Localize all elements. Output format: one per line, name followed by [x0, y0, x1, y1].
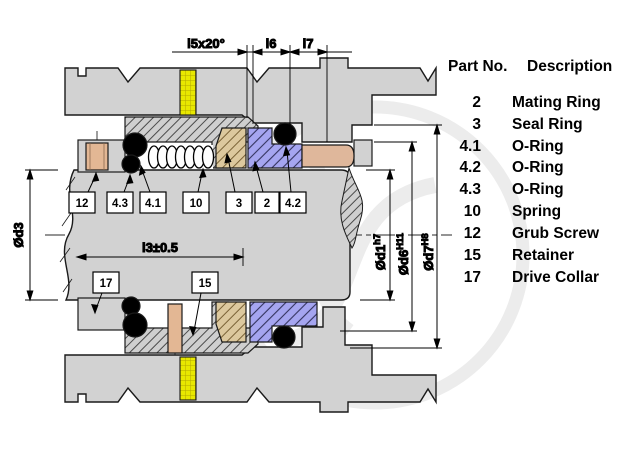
- svg-text:Spring: Spring: [512, 203, 561, 220]
- dimension-d3: Ød3: [11, 168, 58, 302]
- svg-text:4.2: 4.2: [459, 159, 481, 176]
- svg-text:4.2: 4.2: [285, 198, 301, 210]
- drive-collar-bottom: [77, 297, 126, 331]
- mating-ring-bottom: [249, 301, 318, 343]
- bottom-housing: [64, 306, 437, 413]
- svg-text:Ød6H11: Ød6H11: [395, 232, 411, 275]
- callout-15: 15: [191, 271, 219, 294]
- svg-text:4.3: 4.3: [112, 198, 128, 210]
- callout-17: 17: [92, 271, 120, 294]
- mating-ring-top: [247, 127, 303, 169]
- o-ring-41: [121, 154, 141, 174]
- svg-text:12: 12: [76, 198, 89, 210]
- callout-3: 3: [225, 191, 253, 214]
- svg-text:12: 12: [464, 225, 481, 242]
- dimension-d6: Ød6H11: [340, 140, 417, 333]
- svg-text:O-Ring: O-Ring: [512, 181, 564, 198]
- sleeve-pin-top: [301, 144, 355, 168]
- parts-table: Part No. Description 2 Mating Ring 3 Sea…: [448, 58, 612, 286]
- gasket-top: [179, 69, 197, 116]
- callout-12: 12: [68, 191, 96, 214]
- svg-text:4.1: 4.1: [459, 138, 481, 155]
- table-row: 3 Seal Ring: [472, 116, 582, 133]
- svg-text:17: 17: [464, 269, 481, 286]
- svg-text:3: 3: [236, 198, 242, 210]
- top-housing: [64, 57, 437, 143]
- o-ring-43-bottom: [122, 312, 148, 338]
- svg-text:Drive Collar: Drive Collar: [512, 269, 599, 286]
- dim-l3-label: l3±0.5: [142, 240, 178, 255]
- svg-text:15: 15: [464, 247, 482, 264]
- svg-text:10: 10: [190, 198, 203, 210]
- drive-pin-bottom: [167, 303, 183, 354]
- svg-text:17: 17: [100, 278, 113, 290]
- svg-text:4.3: 4.3: [459, 181, 481, 198]
- o-ring-43: [122, 132, 148, 158]
- shaft-break-left: [59, 176, 76, 293]
- dimension-top-lengths: l5x20° l6 l7: [172, 36, 352, 142]
- svg-text:2: 2: [472, 94, 481, 111]
- callout-4-3: 4.3: [106, 191, 134, 214]
- o-ring-41-bottom: [121, 296, 141, 316]
- dimension-d7: Ød7H8: [350, 123, 442, 350]
- shaft-break-right: [340, 166, 364, 250]
- gasket-bottom: [179, 356, 197, 401]
- callout-4-2: 4.2: [279, 191, 307, 214]
- table-row: 4.1 O-Ring: [459, 138, 563, 155]
- svg-text:4.1: 4.1: [145, 198, 162, 210]
- seal-cartridge-top: [77, 116, 355, 174]
- dimension-l3: l3±0.5: [75, 240, 245, 266]
- dim-d7-tol: H8: [420, 233, 431, 245]
- svg-text:3: 3: [472, 116, 481, 133]
- dim-d3-label: Ød3: [11, 222, 26, 247]
- dim-l7-label: l7: [303, 36, 314, 51]
- svg-text:Seal Ring: Seal Ring: [512, 116, 583, 133]
- dim-l5-label: l5x20°: [187, 36, 225, 51]
- spring: [147, 145, 215, 169]
- seal-ring-top: [215, 127, 247, 169]
- svg-text:O-Ring: O-Ring: [512, 159, 564, 176]
- svg-text:Retainer: Retainer: [512, 247, 574, 264]
- table-row: 17 Drive Collar: [464, 269, 599, 286]
- svg-text:2: 2: [264, 198, 270, 210]
- svg-text:Ød1h7: Ød1h7: [372, 234, 388, 270]
- svg-text:Grub Screw: Grub Screw: [512, 225, 600, 242]
- o-ring-42-bottom: [272, 325, 296, 349]
- svg-text:Mating Ring: Mating Ring: [512, 94, 601, 111]
- table-row: 2 Mating Ring: [472, 94, 600, 111]
- callout-10: 10: [182, 191, 210, 214]
- table-row: 15 Retainer: [464, 247, 574, 264]
- table-header-part: Part No.: [448, 58, 507, 75]
- seal-cartridge-bottom: [77, 296, 318, 354]
- table-row: 4.2 O-Ring: [459, 159, 563, 176]
- dim-l6-label: l6: [266, 36, 277, 51]
- svg-text:15: 15: [199, 278, 212, 290]
- callout-2: 2: [254, 191, 280, 214]
- table-row: 10 Spring: [464, 203, 561, 220]
- dim-d6-label: Ød6: [396, 250, 411, 275]
- table-row: 4.3 O-Ring: [459, 181, 563, 198]
- svg-text:O-Ring: O-Ring: [512, 138, 564, 155]
- seal-ring-bottom: [215, 301, 247, 343]
- svg-text:10: 10: [464, 203, 481, 220]
- svg-text:Ød7H8: Ød7H8: [420, 233, 436, 270]
- grub-screw: [85, 142, 109, 171]
- callout-4-1: 4.1: [139, 191, 167, 214]
- o-ring-42: [273, 122, 297, 146]
- table-row: 12 Grub Screw: [464, 225, 600, 242]
- table-header-desc: Description: [527, 58, 612, 75]
- dim-d6-tol: H11: [395, 232, 406, 250]
- dim-d1-label: Ød1: [373, 245, 388, 270]
- dim-d7-label: Ød7: [421, 245, 436, 270]
- dimension-d1: Ød1h7: [360, 168, 395, 302]
- clamp-top: [353, 139, 373, 167]
- callouts: 12 4.3 4.1 10 3 2 4.2 17: [68, 145, 307, 337]
- dim-d1-tol: h7: [372, 234, 383, 245]
